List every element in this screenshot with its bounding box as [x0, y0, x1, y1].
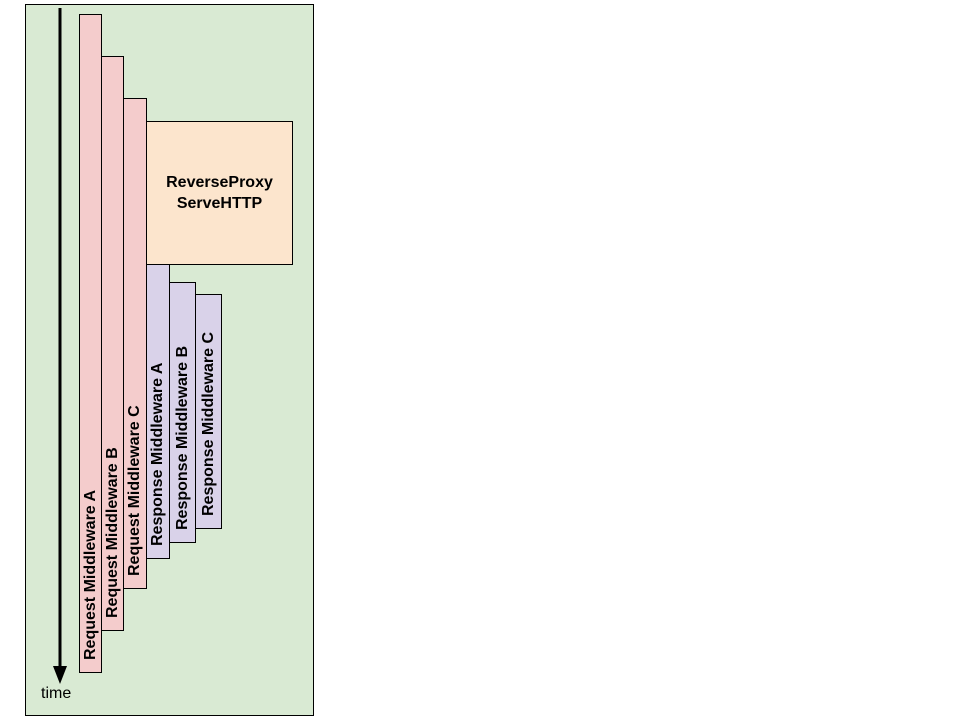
response-middleware-b: Response Middleware B — [169, 282, 196, 543]
time-label: time — [41, 685, 72, 702]
request-middleware-b: Request Middleware B — [101, 56, 124, 631]
reverse-proxy-label: ReverseProxy ServeHTTP — [147, 172, 292, 214]
reverse-proxy-serve-http: ReverseProxy ServeHTTP — [146, 121, 293, 265]
response-middleware-c: Response Middleware C — [195, 294, 222, 529]
response-middleware-a: Response Middleware A — [146, 264, 170, 559]
response-middleware-a-label: Response Middleware A — [149, 362, 166, 546]
request-middleware-a: Request Middleware A — [79, 14, 102, 673]
request-middleware-a-label: Request Middleware A — [81, 489, 99, 660]
response-middleware-c-label: Response Middleware C — [199, 331, 217, 516]
request-middleware-b-label: Request Middleware B — [103, 447, 121, 618]
request-middleware-c: Request Middleware C — [123, 98, 147, 589]
reverse-proxy-line2: ServeHTTP — [176, 195, 263, 212]
response-middleware-b-label: Response Middleware B — [173, 345, 191, 530]
reverse-proxy-line1: ReverseProxy — [166, 174, 273, 191]
request-middleware-c-label: Request Middleware C — [126, 405, 143, 576]
